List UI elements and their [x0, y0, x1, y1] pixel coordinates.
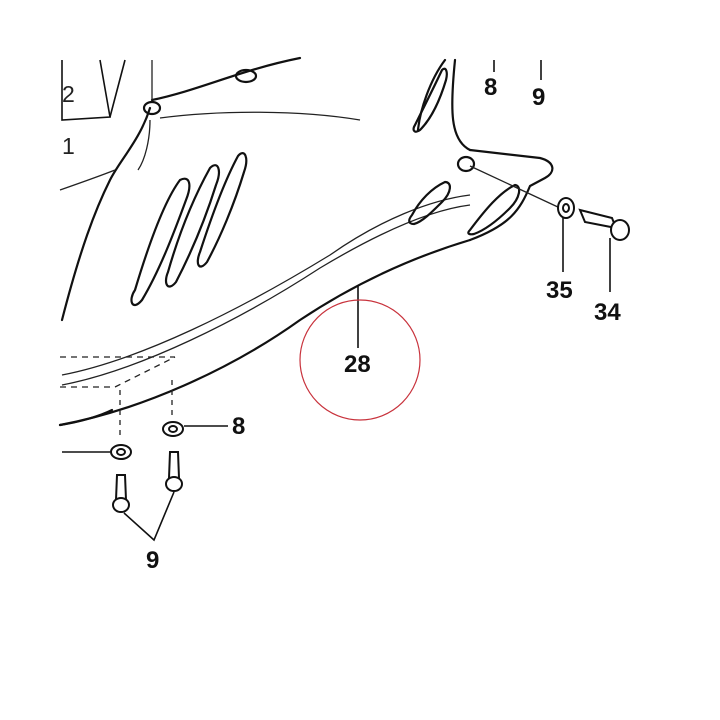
- callout-34-label: 34: [594, 299, 621, 326]
- callout-9-bottom-label: 9: [146, 547, 159, 574]
- bolt-34-shank: [578, 208, 618, 230]
- callout-8-top-label: 8: [484, 74, 497, 101]
- fastener-group-34-35: 35 34: [469, 165, 630, 326]
- callout-8-bottom-label: 8: [232, 413, 245, 440]
- callout-1-label: 1: [62, 133, 75, 159]
- screw-right-shank: [167, 451, 181, 479]
- callout-group-1-2: 2 1: [61, 59, 126, 159]
- screw-left-shank: [114, 474, 128, 501]
- highlight-ring: [299, 299, 421, 421]
- bolt-34-head: [610, 219, 630, 241]
- callout-35-label: 35: [546, 277, 573, 304]
- callout-2-label: 2: [62, 81, 75, 107]
- fastener-group-bottom: 8 9: [62, 413, 245, 574]
- callout-group-top-8-9: 8 9: [484, 60, 545, 111]
- screw-right-head: [165, 476, 183, 492]
- callout-9-top-label: 9: [532, 84, 545, 111]
- callout-28-label: 28: [344, 351, 371, 378]
- callout-28-group: 28: [299, 285, 421, 421]
- body-panel-part: [58, 56, 554, 440]
- screw-left-head: [112, 497, 130, 513]
